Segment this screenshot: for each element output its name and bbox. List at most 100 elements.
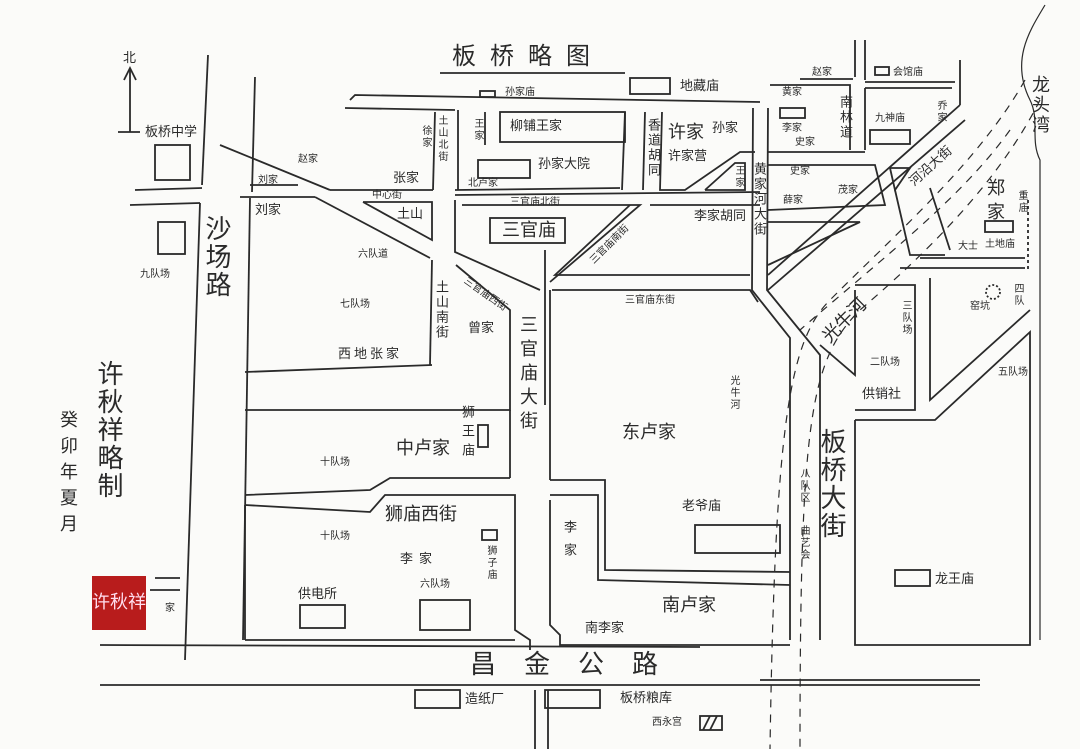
building bbox=[894, 569, 931, 587]
road bbox=[552, 204, 750, 276]
building bbox=[477, 424, 489, 448]
place-label: 李家 bbox=[561, 520, 576, 566]
building bbox=[489, 217, 566, 244]
place-label: 孙家大院 bbox=[538, 157, 591, 172]
place-label: 六队场 bbox=[420, 579, 450, 590]
place-label: 九神庙 bbox=[875, 113, 905, 124]
road bbox=[894, 189, 945, 256]
road bbox=[819, 290, 856, 377]
building bbox=[984, 220, 1014, 233]
place-label: 五队场 bbox=[998, 367, 1028, 378]
road bbox=[550, 494, 791, 586]
road bbox=[454, 187, 621, 191]
road bbox=[621, 111, 626, 191]
block bbox=[659, 111, 755, 191]
place-label: 供电所 bbox=[298, 587, 338, 602]
road bbox=[929, 187, 951, 251]
road-label: 三官庙东街 bbox=[625, 295, 675, 306]
building bbox=[874, 66, 890, 76]
building bbox=[779, 107, 806, 119]
road-label: 板桥大街 bbox=[816, 428, 846, 540]
place-label: 板桥粮库 bbox=[620, 691, 673, 706]
building bbox=[481, 529, 498, 541]
place-label: 赵家 bbox=[812, 67, 832, 78]
building bbox=[154, 144, 191, 181]
building bbox=[414, 689, 461, 709]
north-label: 北 bbox=[123, 51, 137, 66]
date-inscription: 癸卯年夏月 bbox=[57, 410, 78, 540]
road bbox=[767, 104, 961, 276]
road-label: 三官庙北街 bbox=[510, 197, 560, 208]
place-label: 史家 bbox=[795, 137, 815, 148]
block bbox=[854, 329, 1031, 646]
road bbox=[129, 202, 201, 206]
building bbox=[479, 90, 496, 98]
building bbox=[694, 524, 781, 554]
block bbox=[362, 201, 433, 242]
place-label: 徐家 bbox=[420, 125, 431, 149]
place-label: 八队区 bbox=[798, 468, 809, 504]
road bbox=[245, 264, 511, 411]
road bbox=[454, 200, 541, 291]
road bbox=[349, 94, 761, 103]
place-label: 曾家 bbox=[468, 321, 495, 336]
place-label: 黄家 bbox=[782, 87, 802, 98]
place-label: 窑坑 bbox=[970, 301, 990, 312]
road bbox=[766, 107, 821, 640]
place-label: 柳铺王家 bbox=[510, 119, 563, 134]
road-label: 土山南街 bbox=[433, 280, 448, 340]
place-label: 王家 bbox=[472, 118, 483, 142]
seal-text: 许秋祥 bbox=[92, 592, 146, 613]
road bbox=[767, 119, 966, 291]
road bbox=[99, 644, 701, 648]
place-label: 会馆庙 bbox=[893, 67, 923, 78]
kiln-pit bbox=[985, 284, 1001, 300]
road bbox=[550, 479, 791, 573]
road bbox=[242, 197, 251, 641]
place-label: 李家 bbox=[400, 552, 439, 567]
place-label-sanguan-temple: 三官庙 bbox=[502, 220, 556, 241]
road bbox=[314, 196, 431, 259]
place-label: 曲艺会 bbox=[798, 525, 809, 561]
road-label: 香道胡同 bbox=[645, 118, 660, 178]
road bbox=[244, 477, 510, 496]
building bbox=[299, 604, 346, 629]
road-label-changjin: 昌金公路 bbox=[470, 650, 687, 680]
place-label: 北卢家 bbox=[468, 178, 498, 189]
road bbox=[201, 54, 209, 186]
place-label: 大士 bbox=[958, 241, 978, 252]
place-label: 土地庙 bbox=[985, 239, 1015, 250]
road-label: 土山北街 bbox=[436, 115, 447, 163]
author-seal: 许秋祥 bbox=[92, 576, 146, 630]
place-label: 西永宫 bbox=[652, 717, 682, 728]
road bbox=[219, 144, 331, 191]
map-title: 板桥略图 bbox=[452, 42, 604, 70]
place-label: 薛家 bbox=[783, 195, 803, 206]
place-label: 刘家 bbox=[255, 203, 282, 218]
place-label: 七队场 bbox=[340, 299, 370, 310]
place-label: 南李家 bbox=[585, 621, 625, 636]
place-label: 九队场 bbox=[140, 269, 170, 280]
place-label: 中卢家 bbox=[396, 438, 450, 459]
block bbox=[889, 167, 912, 193]
place-label: 四队 bbox=[1012, 283, 1023, 307]
place-label: 板桥中学 bbox=[145, 125, 198, 140]
road bbox=[244, 364, 433, 373]
place-label: 十队场 bbox=[320, 531, 350, 542]
road bbox=[855, 284, 916, 411]
place-label: 狮王庙 bbox=[459, 405, 474, 462]
place-label: 龙王庙 bbox=[935, 572, 975, 587]
place-label: 东卢家 bbox=[622, 422, 676, 443]
building bbox=[419, 599, 471, 631]
place-label: 乔家 bbox=[935, 100, 946, 124]
place-label: 茂家 bbox=[838, 185, 858, 196]
place-label: 孙家 bbox=[712, 121, 739, 136]
road bbox=[454, 191, 761, 196]
place-label: 六队道 bbox=[358, 249, 388, 260]
road-label: 中心街 bbox=[372, 190, 402, 201]
road bbox=[552, 289, 759, 303]
road-label: 南林道 bbox=[837, 95, 852, 140]
building bbox=[477, 159, 531, 179]
author-signature: 许秋祥略制 bbox=[93, 360, 123, 500]
